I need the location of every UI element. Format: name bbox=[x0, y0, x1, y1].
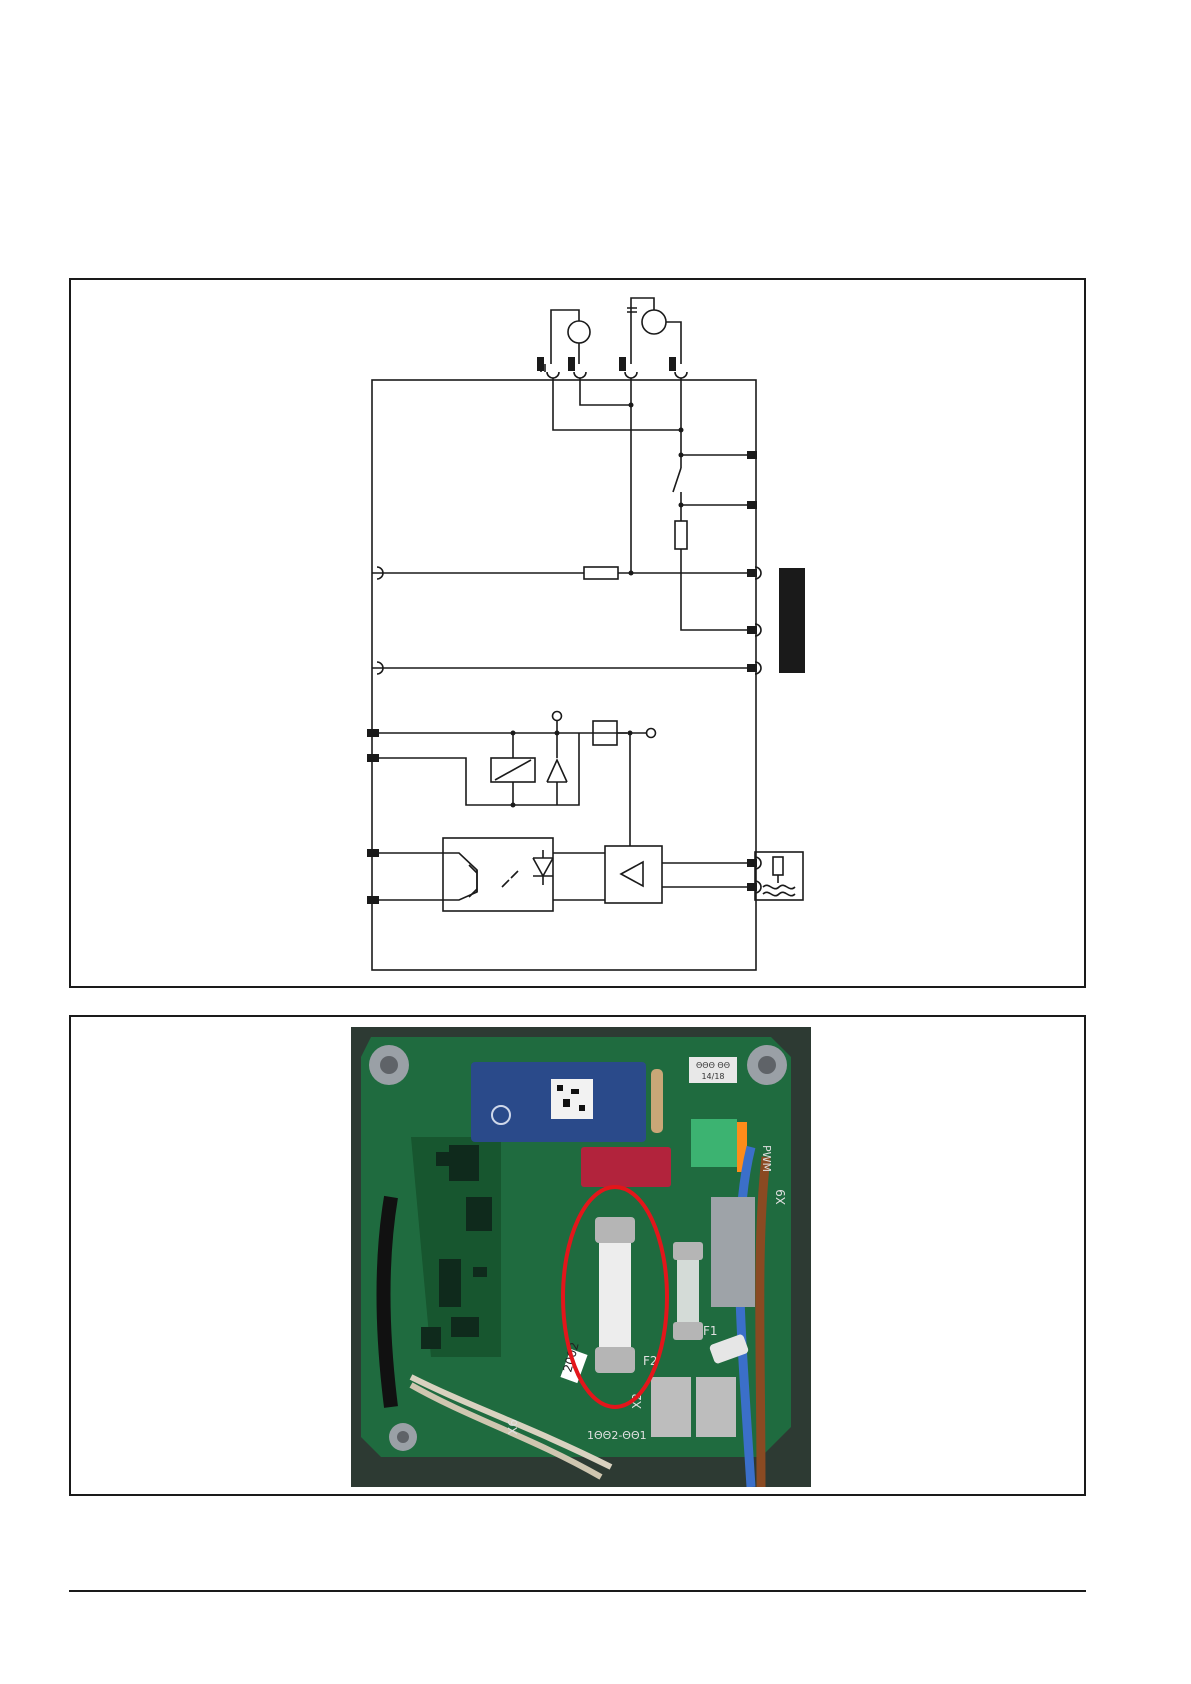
screw-icon bbox=[747, 1045, 787, 1085]
screw-icon bbox=[369, 1045, 409, 1085]
pcb-photo: ΘΘΘ ΘΘ 14/18 2002 F2 F1 bbox=[351, 1027, 811, 1487]
cable-icon bbox=[384, 1197, 392, 1407]
pump-motor-symbol bbox=[551, 310, 590, 364]
footer-rule bbox=[69, 1590, 1086, 1592]
top-connector-pins bbox=[541, 364, 687, 378]
x9-label: X9 bbox=[774, 1189, 788, 1205]
circuit-diagram-panel bbox=[69, 278, 1086, 988]
mains-terminal-block bbox=[779, 568, 805, 673]
board-outline bbox=[372, 380, 756, 970]
switch-symbol bbox=[673, 468, 681, 492]
label-tag-line2: 14/18 bbox=[701, 1072, 724, 1081]
temperature-sensor-symbol bbox=[755, 852, 803, 900]
x6-label: X6 bbox=[506, 1419, 520, 1435]
fuse-symbol-horizontal bbox=[584, 567, 618, 579]
fuse-symbol-vertical bbox=[675, 521, 687, 549]
fuse-f1-label: F1 bbox=[703, 1324, 718, 1338]
fuse-icon bbox=[595, 1217, 635, 1373]
pwm-label: PWM bbox=[760, 1145, 773, 1172]
relay-icon bbox=[471, 1062, 646, 1142]
screw-icon bbox=[389, 1423, 417, 1451]
circuit-diagram bbox=[71, 280, 1084, 986]
capacitor bbox=[581, 1147, 671, 1187]
strain-relief bbox=[711, 1197, 755, 1307]
terminal-point-top bbox=[553, 712, 562, 721]
terminal-block-icon bbox=[691, 1119, 737, 1167]
photodiode-symbol bbox=[533, 858, 553, 876]
photo-panel: ΘΘΘ ΘΘ 14/18 2002 F2 F1 bbox=[69, 1015, 1086, 1496]
board-code-label: 1ΘΘ2-ΘΘ1 bbox=[587, 1429, 647, 1442]
resistor bbox=[651, 1069, 663, 1133]
wire-top-4 bbox=[681, 378, 749, 455]
label-tag-line1: ΘΘΘ ΘΘ bbox=[696, 1061, 730, 1070]
wire-top-2 bbox=[580, 378, 631, 405]
fuse-icon bbox=[673, 1242, 703, 1340]
wire-top-left bbox=[553, 378, 681, 430]
terminal-point-right bbox=[647, 729, 656, 738]
diode-symbol bbox=[547, 760, 567, 782]
pcb-photo-illustration: ΘΘΘ ΘΘ 14/18 2002 F2 F1 bbox=[351, 1027, 811, 1487]
amplifier-symbol bbox=[605, 846, 662, 903]
light-emission-arrows bbox=[502, 871, 518, 887]
fan-motor-symbol bbox=[627, 298, 681, 364]
